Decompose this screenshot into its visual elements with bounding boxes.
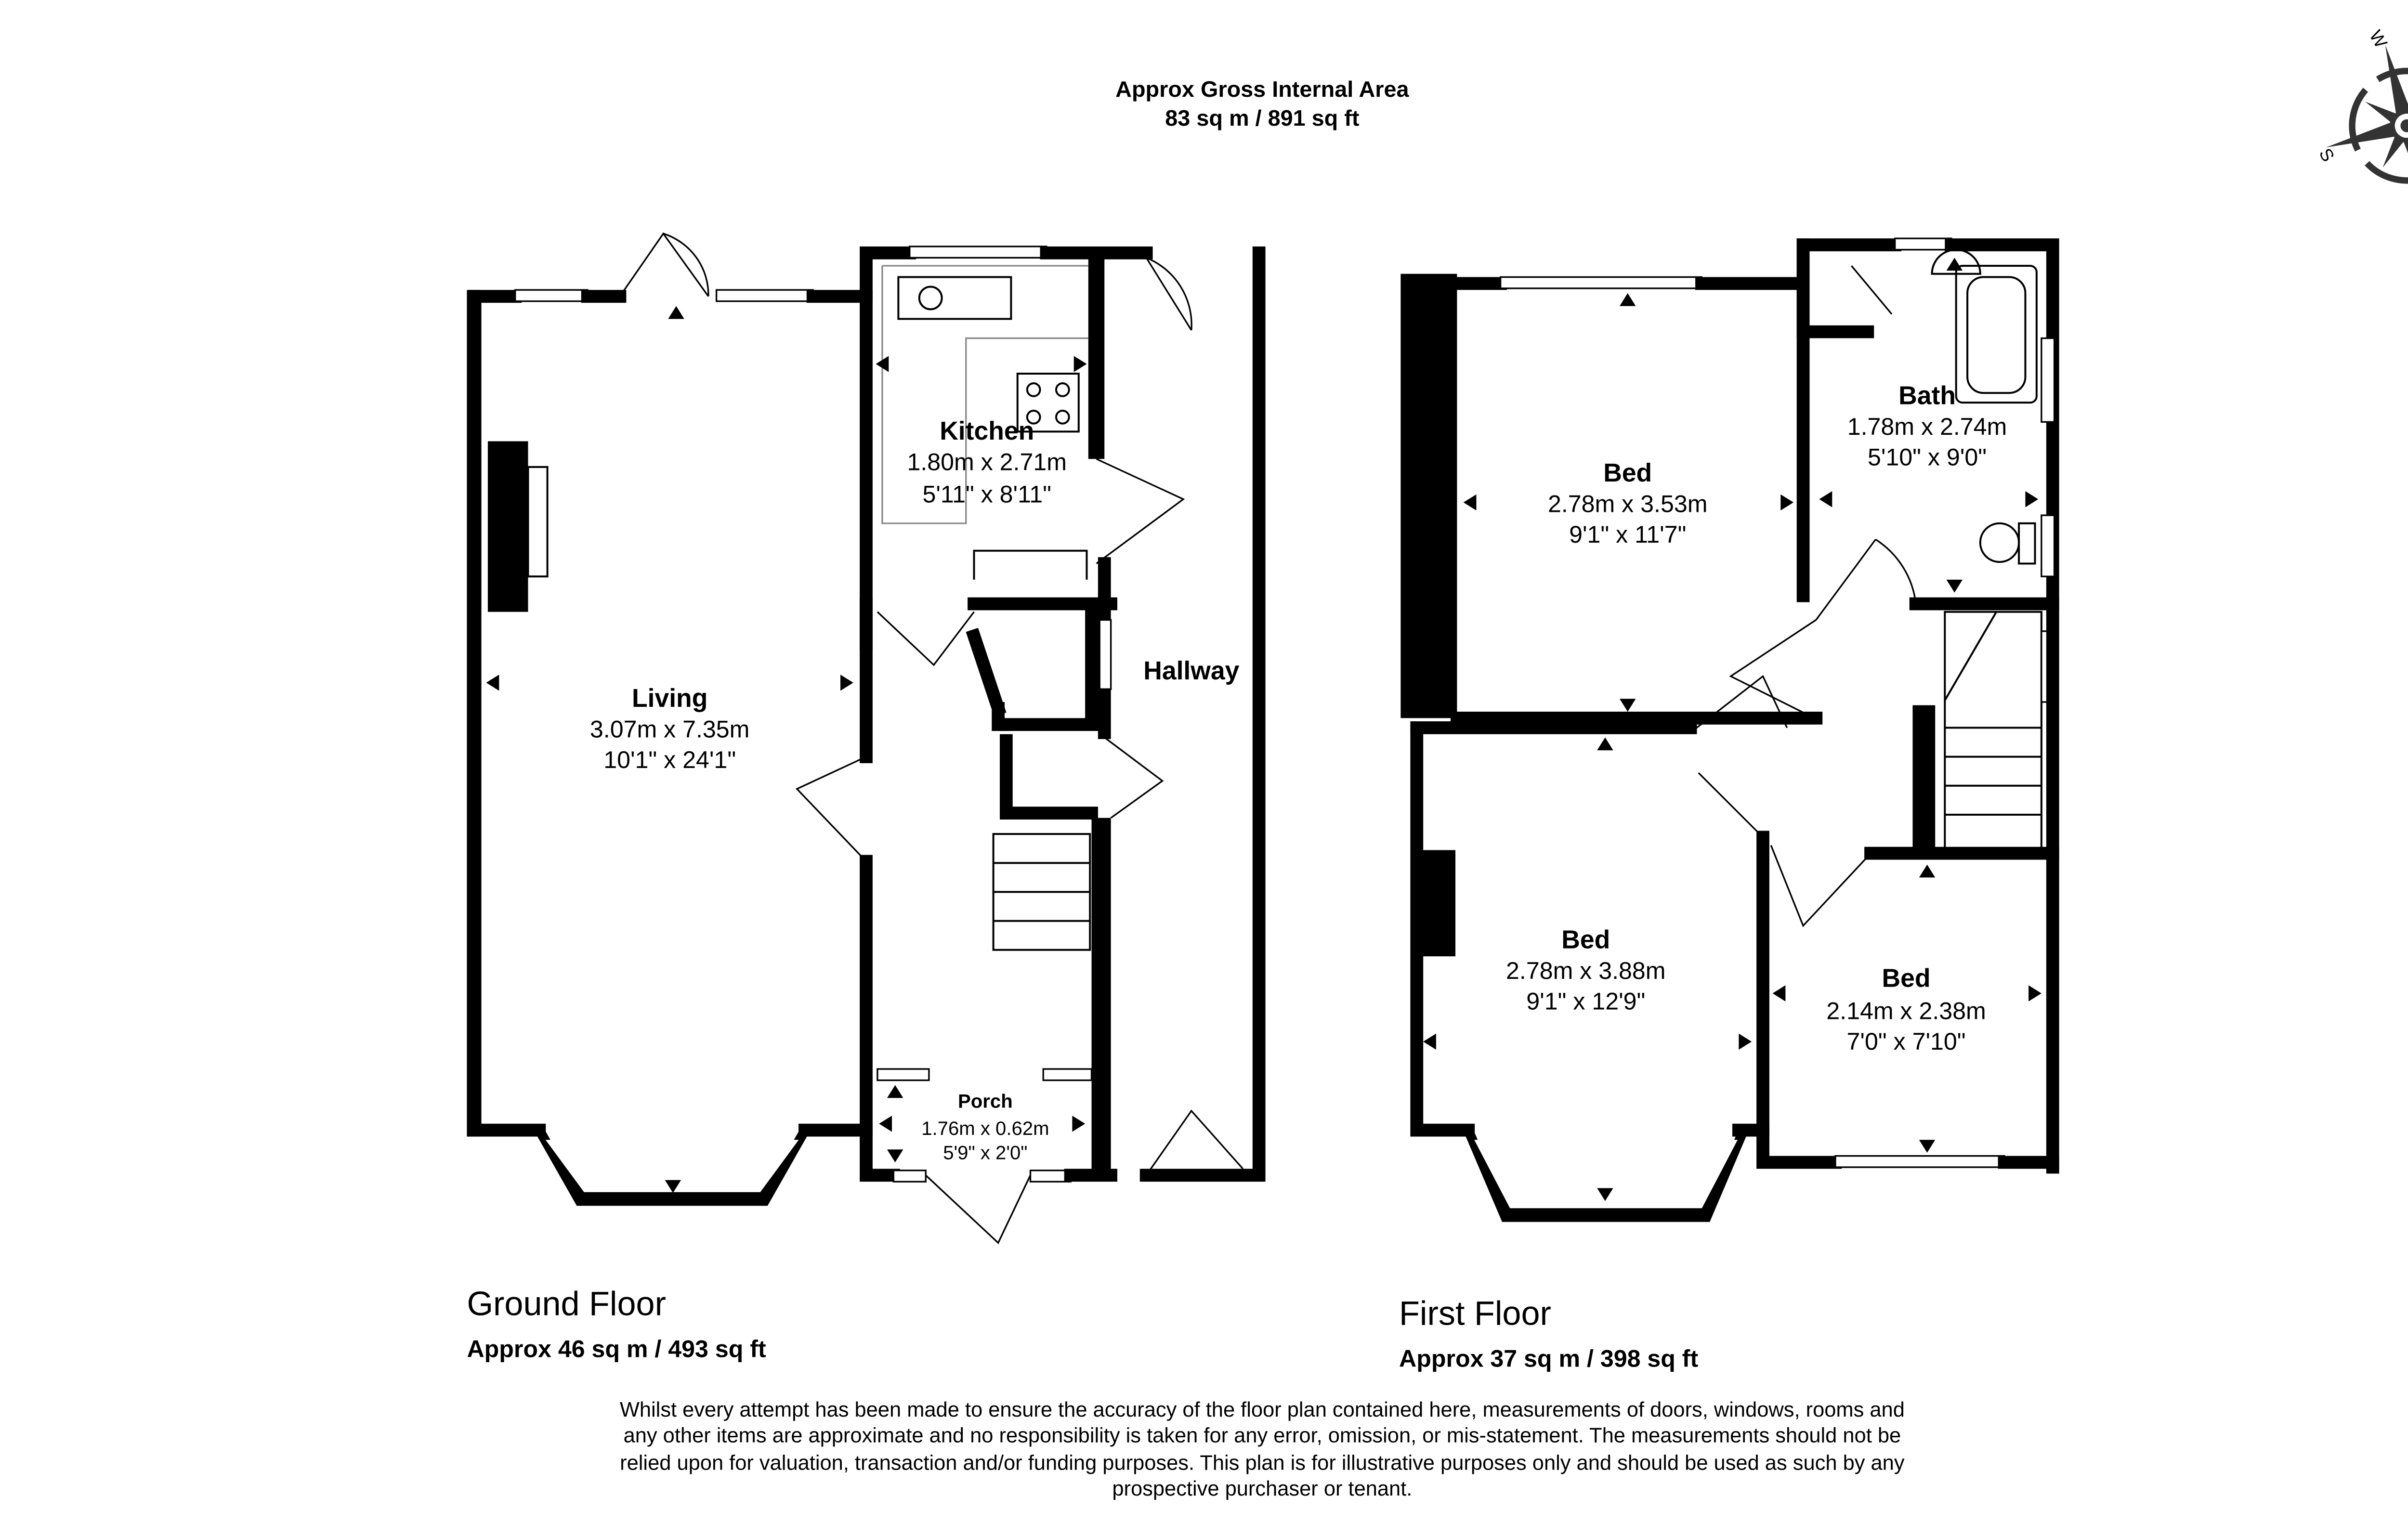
room-metric-living: 3.07m x 7.35m xyxy=(590,716,750,742)
room-name-bath: Bath xyxy=(1898,381,1956,410)
ground-floor-area: Approx 46 sq m / 493 sq ft xyxy=(467,1336,766,1363)
disclaimer: Whilst every attempt has been made to en… xyxy=(620,1398,1905,1500)
room-metric-bed-2: 2.78m x 3.88m xyxy=(1506,957,1666,984)
room-name-bed-3: Bed xyxy=(1882,964,1931,993)
disclaimer-line: relied upon for valuation, transaction a… xyxy=(620,1452,1905,1475)
header-title: Approx Gross Internal Area xyxy=(1115,77,1409,102)
room-imperial-bed-2: 9'1" x 12'9" xyxy=(1526,988,1645,1015)
disclaimer-line: Whilst every attempt has been made to en… xyxy=(620,1398,1905,1421)
disclaimer-line: prospective purchaser or tenant. xyxy=(1112,1477,1412,1500)
room-metric-porch: 1.76m x 0.62m xyxy=(921,1118,1049,1139)
ground-floor-plan xyxy=(467,232,1266,1244)
hob-icon xyxy=(1016,372,1080,433)
room-name-hallway: Hallway xyxy=(1143,657,1239,685)
basin-icon xyxy=(1931,248,1981,275)
fireplace xyxy=(487,441,528,612)
stairs xyxy=(1944,611,2042,855)
first-floor-area: Approx 37 sq m / 398 sq ft xyxy=(1399,1345,1698,1372)
first-floor-title: First Floor xyxy=(1399,1294,1551,1332)
compass-w: W xyxy=(2366,27,2391,52)
room-metric-bath: 1.78m x 2.74m xyxy=(1847,413,2007,440)
room-metric-kitchen: 1.80m x 2.71m xyxy=(907,449,1067,476)
room-imperial-bath: 5'10" x 9'0" xyxy=(1868,444,1987,471)
header-area: 83 sq m / 891 sq ft xyxy=(1165,105,1360,130)
compass-icon xyxy=(2326,45,2408,207)
disclaimer-line: any other items are approximate and no r… xyxy=(624,1424,1901,1447)
compass-s: S xyxy=(2315,145,2338,165)
room-name-living: Living xyxy=(632,684,707,713)
room-imperial-kitchen: 5'11" x 8'11" xyxy=(922,481,1051,508)
room-imperial-bed-3: 7'0" x 7'10" xyxy=(1847,1028,1966,1055)
room-name-bed-2: Bed xyxy=(1561,925,1610,954)
room-metric-bed-1: 2.78m x 3.53m xyxy=(1548,490,1708,517)
sink-icon xyxy=(897,276,1012,320)
room-imperial-living: 10'1" x 24'1" xyxy=(603,746,736,773)
room-name-kitchen: Kitchen xyxy=(940,417,1034,445)
room-imperial-porch: 5'9" x 2'0" xyxy=(943,1142,1027,1163)
room-metric-bed-3: 2.14m x 2.38m xyxy=(1826,998,1986,1025)
room-imperial-bed-1: 9'1" x 11'7" xyxy=(1569,521,1686,548)
room-name-bed-1: Bed xyxy=(1603,459,1652,487)
first-floor-plan xyxy=(1400,237,2059,1222)
room-name-porch: Porch xyxy=(958,1091,1013,1112)
ground-floor-title: Ground Floor xyxy=(467,1285,666,1323)
bath-icon xyxy=(1955,264,2038,404)
stairs xyxy=(992,833,1091,951)
toilet-icon xyxy=(1979,522,2020,563)
dimension-arrows xyxy=(486,258,2042,1201)
